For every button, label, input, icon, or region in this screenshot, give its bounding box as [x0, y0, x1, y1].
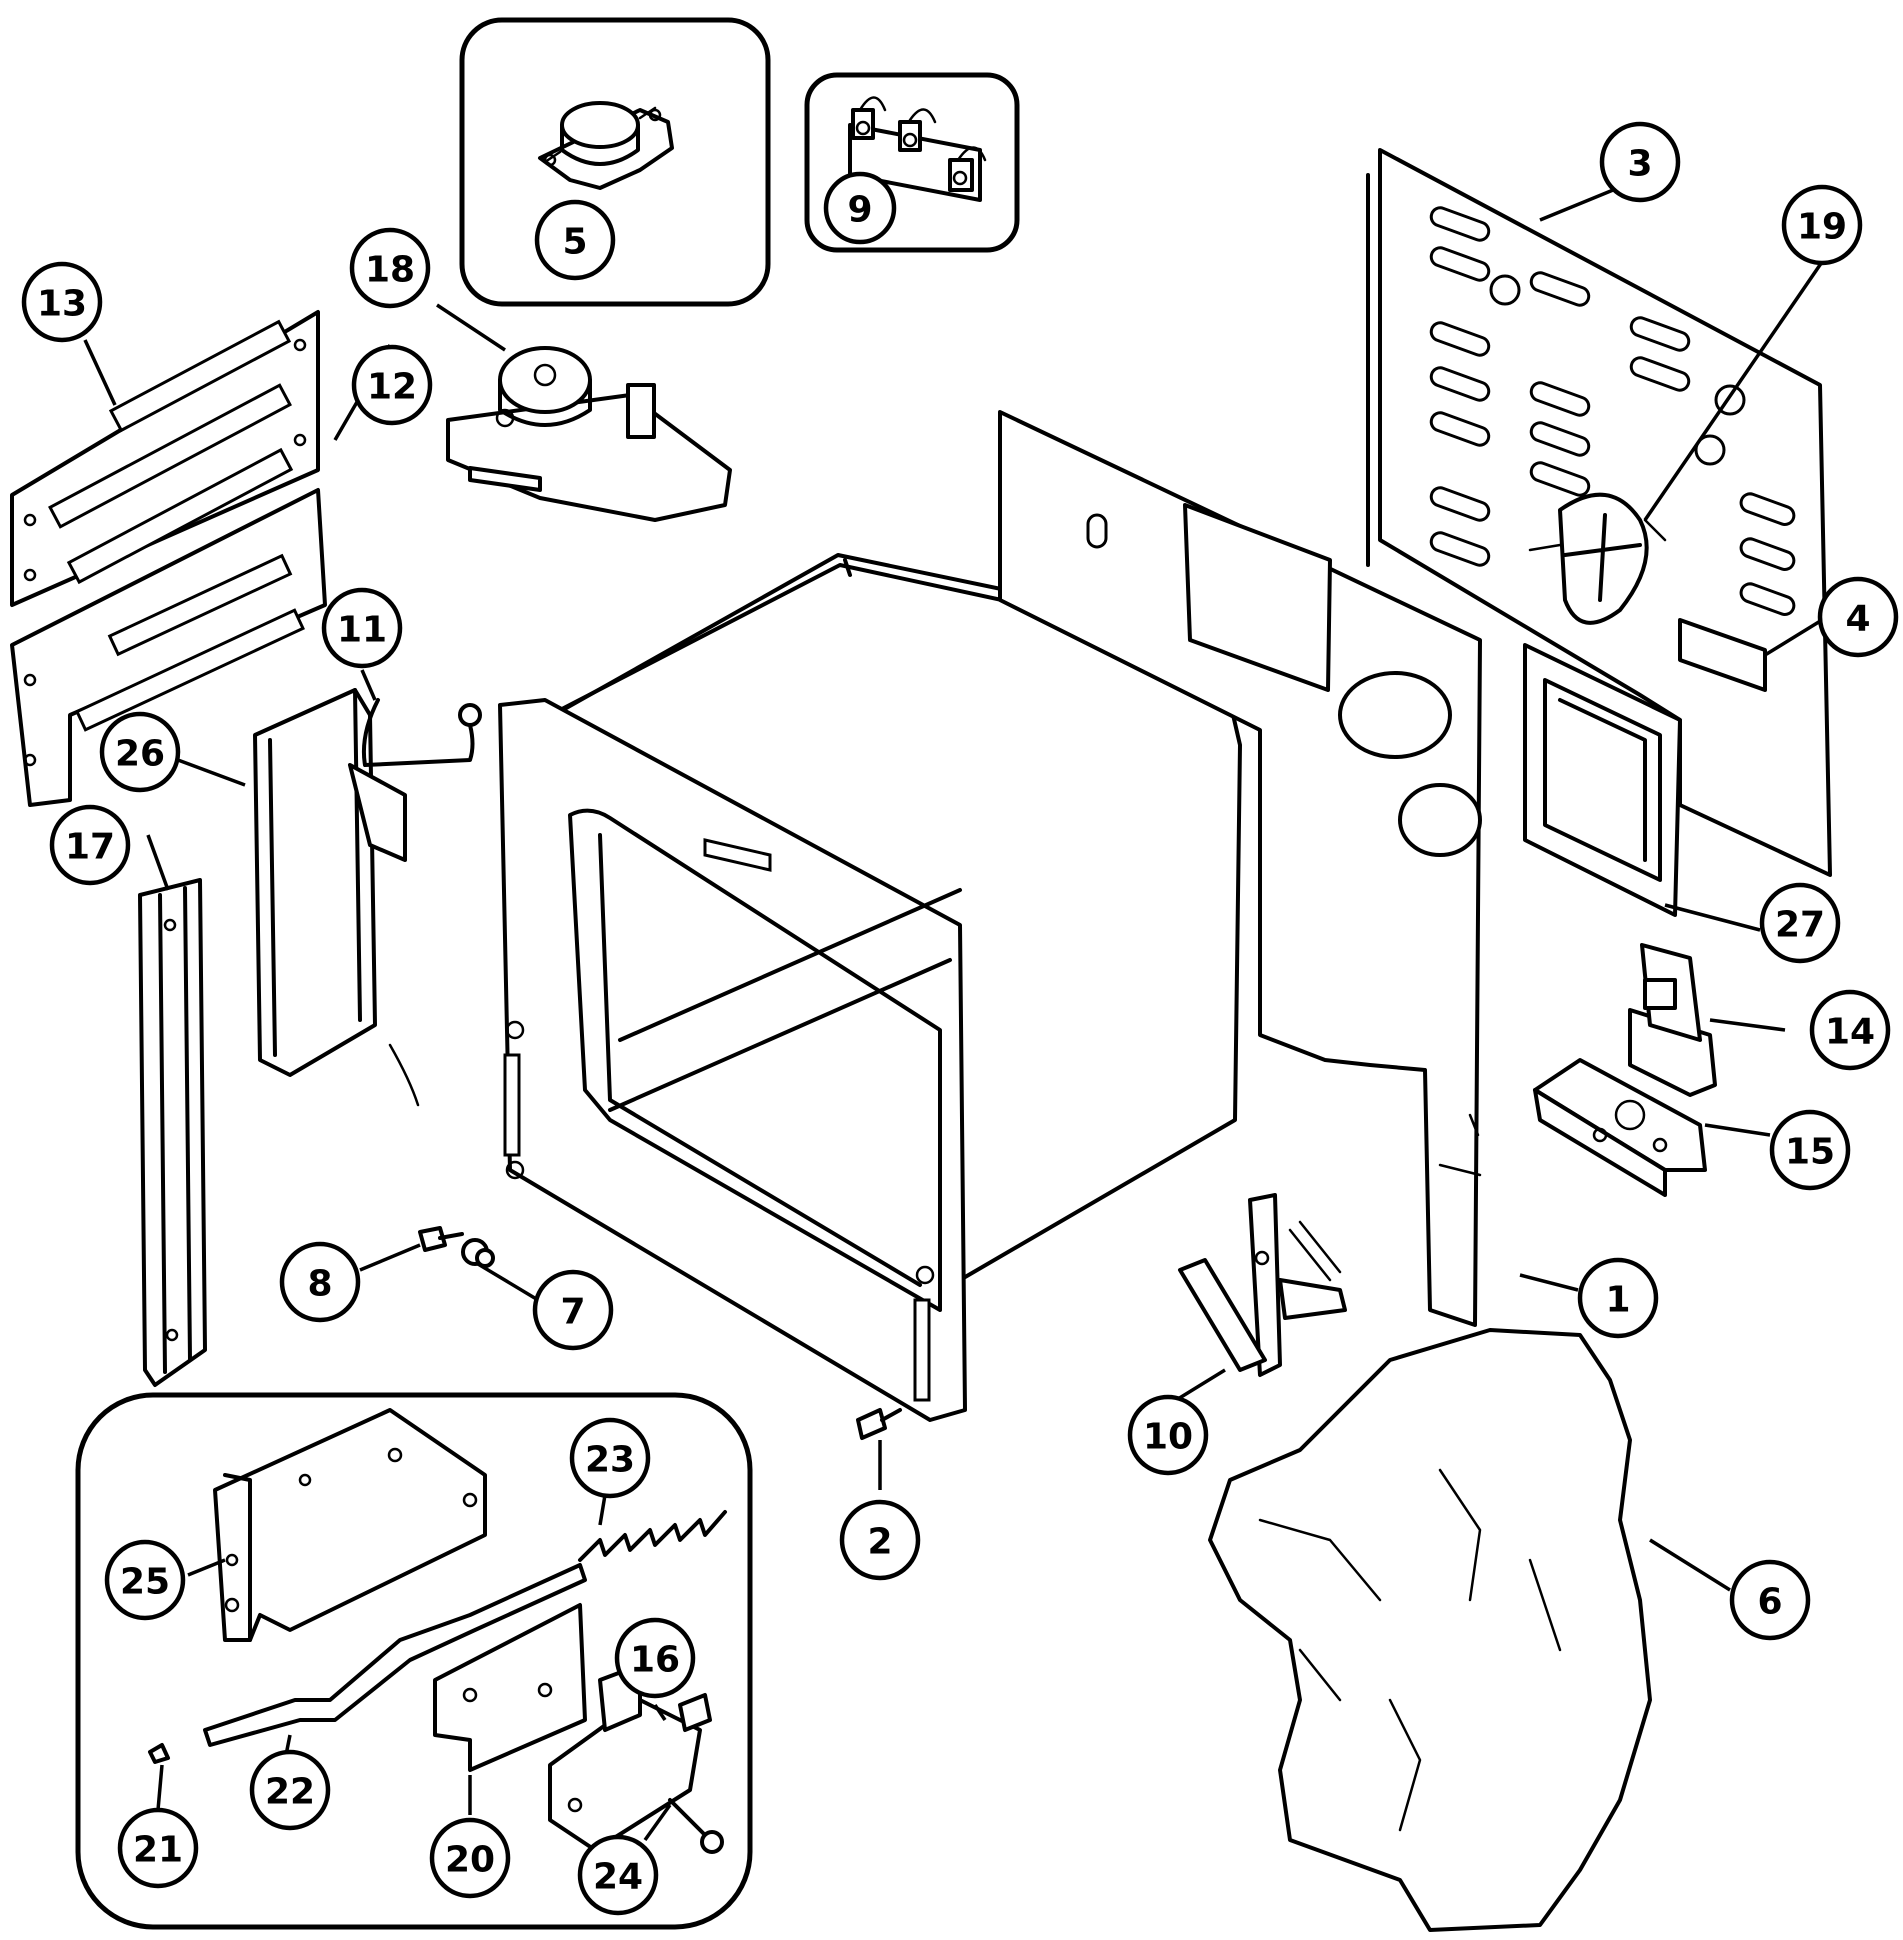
callout-7: 7 [532, 1269, 614, 1351]
svg-text:23: 23 [585, 1440, 635, 1481]
svg-text:12: 12 [367, 367, 417, 408]
part-19-cooling-fan [1528, 492, 1667, 625]
part-7-nut [461, 1238, 495, 1268]
part-12-bracket [10, 488, 327, 807]
part-26-wire-cover [253, 688, 420, 1107]
callout-1: 1 [1577, 1257, 1659, 1339]
part-20-latch-plate [433, 1603, 587, 1772]
svg-text:19: 19 [1797, 207, 1847, 248]
part-2-screw [856, 1408, 902, 1440]
part-21-clip [148, 1743, 170, 1764]
callout-18: 18 [349, 227, 431, 309]
callout-3: 3 [1599, 121, 1681, 203]
callout-22: 22 [249, 1749, 331, 1831]
part-16-microswitch [548, 1663, 712, 1852]
part-22-latch-rod [203, 1563, 587, 1747]
oven-rear-panel [998, 410, 1482, 1327]
callout-25: 25 [104, 1539, 186, 1621]
part-10-door-hinge [1178, 1193, 1347, 1377]
callout-10: 10 [1127, 1394, 1209, 1476]
callout-23: 23 [569, 1417, 651, 1499]
callout-14: 14 [1809, 989, 1891, 1071]
part-17-side-trim [138, 878, 207, 1387]
svg-text:14: 14 [1825, 1012, 1875, 1053]
svg-text:8: 8 [307, 1264, 332, 1305]
callout-8: 8 [279, 1241, 361, 1323]
svg-text:26: 26 [115, 734, 165, 775]
svg-text:6: 6 [1757, 1582, 1782, 1623]
callout-15: 15 [1769, 1109, 1851, 1191]
svg-text:5: 5 [562, 222, 587, 263]
part-18-lock-motor [446, 346, 732, 522]
svg-text:27: 27 [1775, 905, 1825, 946]
svg-text:7: 7 [560, 1292, 585, 1333]
part-23-spring [578, 1510, 727, 1562]
svg-text:13: 13 [37, 284, 87, 325]
callout-5: 5 [534, 199, 616, 281]
svg-text:3: 3 [1627, 144, 1652, 185]
part-24-screw [668, 1798, 724, 1854]
part-13-bracket [10, 310, 320, 607]
callout-12: 12 [351, 344, 433, 426]
svg-text:9: 9 [847, 190, 872, 231]
svg-text:22: 22 [265, 1772, 315, 1813]
svg-text:17: 17 [65, 827, 115, 868]
part-14-transformer [1628, 943, 1717, 1097]
part-25-latch-bracket [213, 1408, 487, 1642]
callout-20: 20 [429, 1817, 511, 1899]
svg-text:20: 20 [445, 1840, 495, 1881]
svg-text:24: 24 [593, 1857, 643, 1898]
svg-text:18: 18 [365, 250, 415, 291]
callout-4: 4 [1817, 576, 1899, 658]
part-6-insulation-blanket [1208, 1328, 1652, 1932]
part-5-limit-switch [538, 101, 674, 190]
part-8-screw [418, 1226, 464, 1252]
svg-text:16: 16 [630, 1640, 680, 1681]
callout-13: 13 [21, 261, 103, 343]
callout-2: 2 [839, 1499, 921, 1581]
callout-16: 16 [614, 1617, 696, 1699]
callout-9: 9 [823, 171, 897, 245]
svg-text:2: 2 [867, 1522, 892, 1563]
svg-text:10: 10 [1143, 1417, 1193, 1458]
svg-text:15: 15 [1785, 1132, 1835, 1173]
inset-box-part-5 [459, 17, 771, 307]
part-11-oven-sensor [361, 698, 482, 767]
svg-text:25: 25 [120, 1562, 170, 1603]
callout-24: 24 [577, 1834, 659, 1916]
oven-cavity [498, 553, 1242, 1422]
svg-text:21: 21 [133, 1830, 183, 1871]
callout-11: 11 [321, 587, 403, 669]
callout-21: 21 [117, 1807, 199, 1889]
callout-27: 27 [1759, 882, 1841, 964]
svg-text:1: 1 [1605, 1280, 1630, 1321]
part-15-mounting-bracket [1533, 1058, 1707, 1197]
callout-19: 19 [1781, 184, 1863, 266]
svg-text:11: 11 [337, 610, 387, 651]
inset-box-door-latch [75, 1392, 753, 1930]
callout-6: 6 [1729, 1559, 1811, 1641]
svg-text:4: 4 [1845, 599, 1870, 640]
callout-17: 17 [49, 804, 131, 886]
inset-box-part-9 [804, 72, 1020, 253]
part-27-vent-duct [1523, 643, 1682, 917]
callout-26: 26 [99, 711, 181, 793]
